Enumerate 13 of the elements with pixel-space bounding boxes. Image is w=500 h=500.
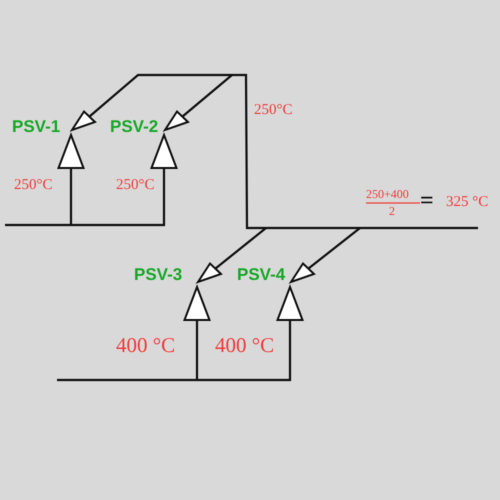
temperature-label: 250°C [254,103,293,118]
valve-tag: PSV-3 [134,266,182,283]
temperature-label: 2 [389,205,395,217]
temperature-label: 250+400 [366,188,409,200]
valve-tag: PSV-1 [12,118,60,135]
equals-sign: = [420,189,434,213]
temperature-label: 250°C [14,178,53,193]
valve-tag: PSV-4 [237,266,286,283]
temperature-label: 400 °C [116,335,176,356]
valve-tag: PSV-2 [110,118,158,135]
temperature-label: 400 °C [215,335,274,356]
temperature-label: 250°C [116,178,155,193]
temperature-label: 325 °C [446,195,488,210]
